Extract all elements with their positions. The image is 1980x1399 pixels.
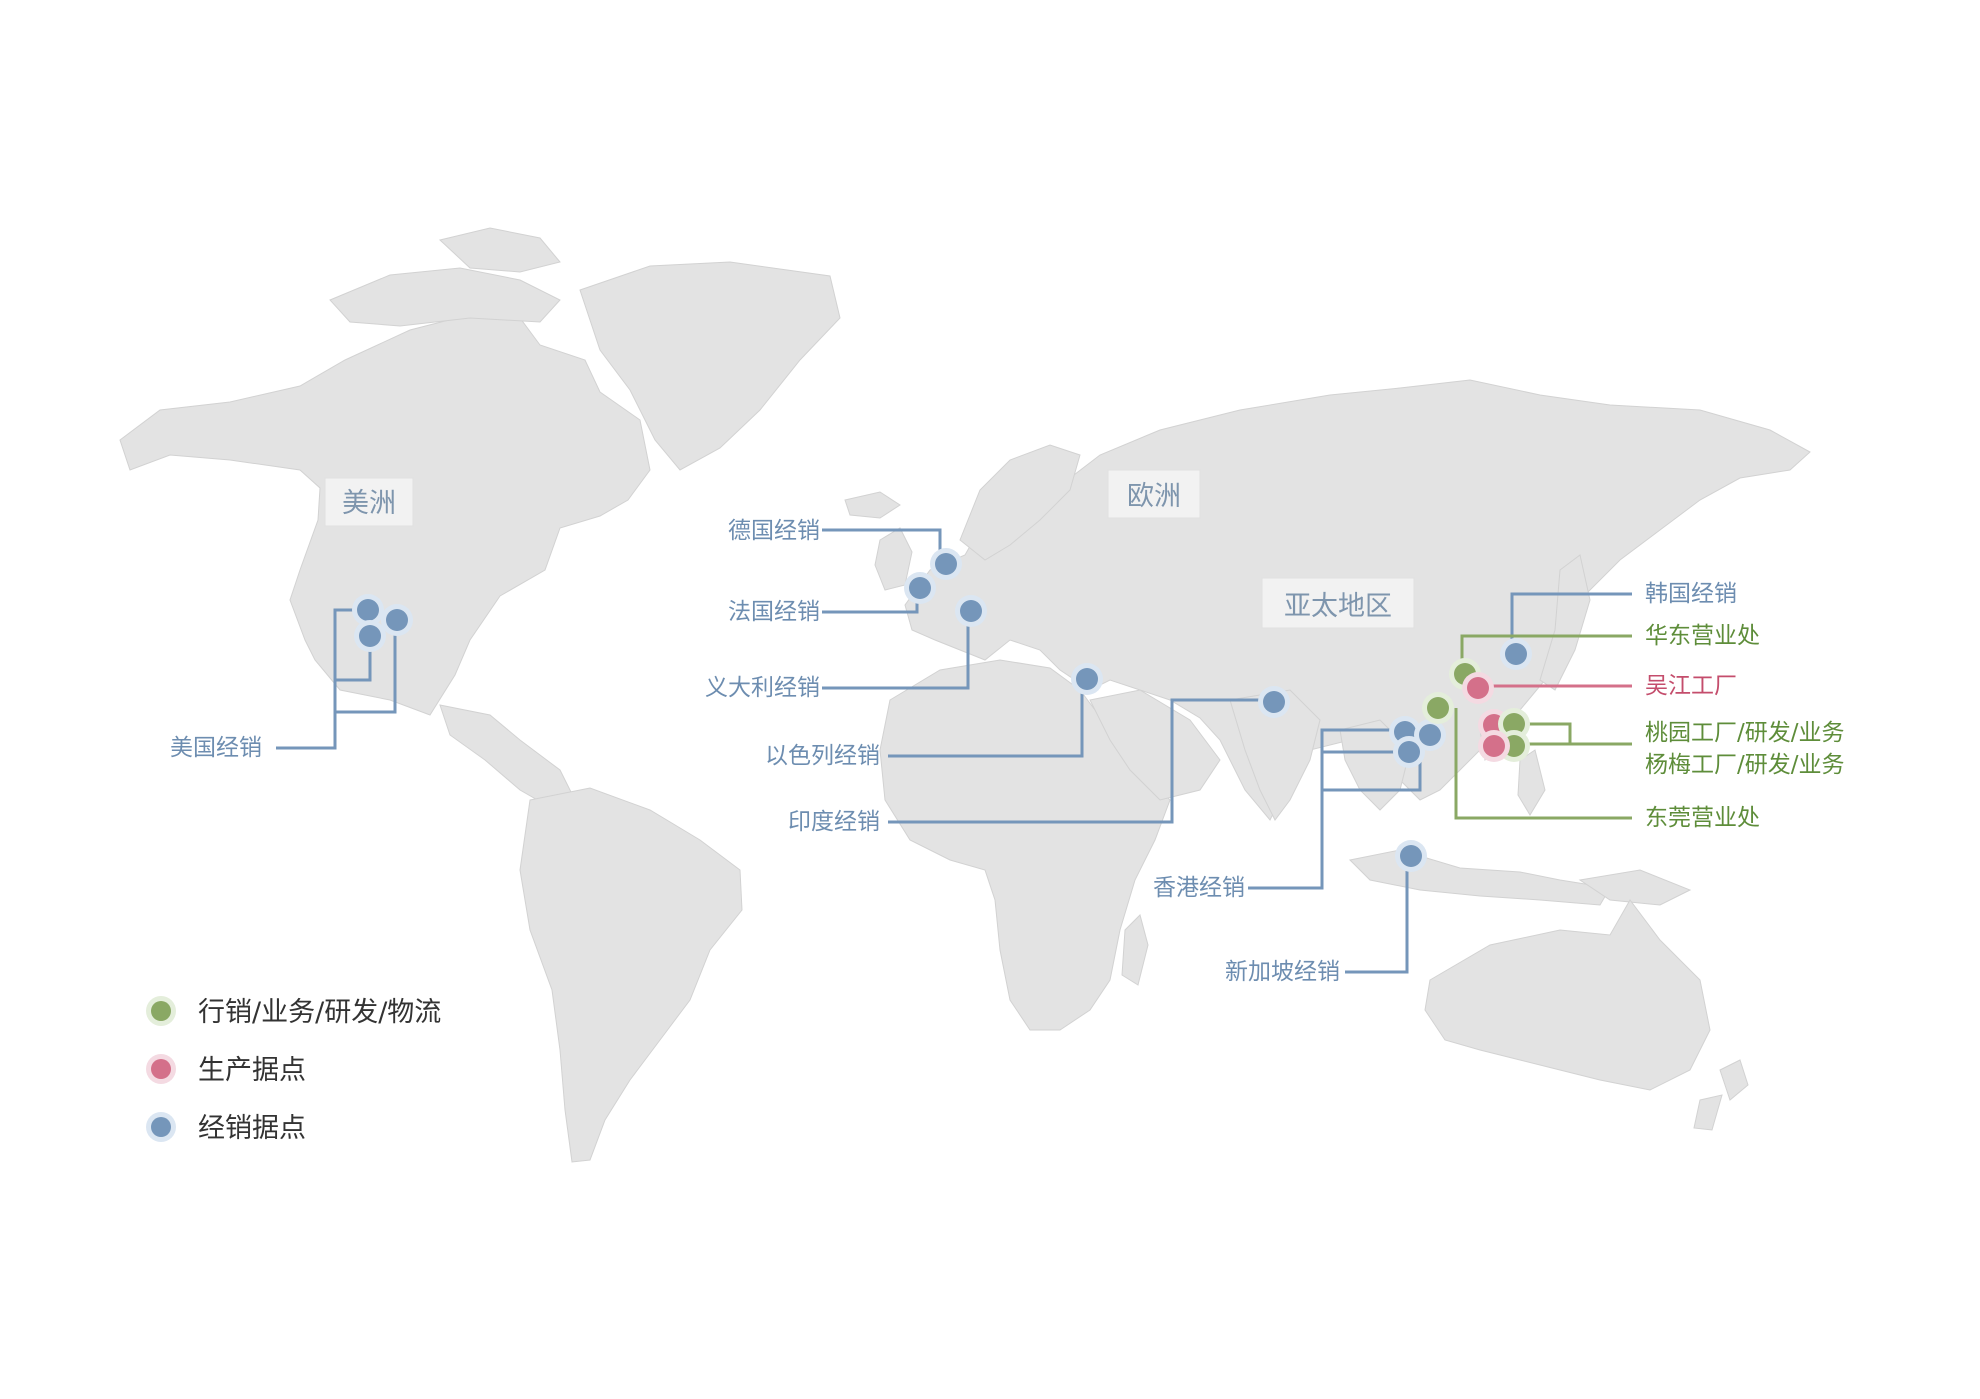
marker-india[interactable] — [1258, 686, 1290, 718]
marker-usa-3[interactable] — [354, 620, 386, 652]
leader-line-india — [888, 698, 1270, 824]
leader-line-italy — [822, 610, 970, 690]
leader-lines — [276, 528, 1632, 974]
label-taoyuan: 桃园工厂/研发/业务 — [1645, 720, 1845, 746]
marker-dongguan[interactable] — [1422, 692, 1454, 724]
label-yangmei: 杨梅工厂/研发/业务 — [1645, 752, 1845, 778]
leader-line-dongguan — [1454, 708, 1632, 820]
label-wujiang: 吴江工厂 — [1645, 673, 1737, 699]
location-markers — [352, 548, 1532, 872]
japan-land — [1539, 554, 1591, 691]
legend-item-sales: 行销/业务/研发/物流 — [146, 996, 441, 1028]
legend-label-sales: 行销/业务/研发/物流 — [198, 997, 441, 1028]
leader-line-taoyuan — [1514, 722, 1632, 746]
marker-korea[interactable] — [1500, 638, 1532, 670]
new-zealand-south-land — [1693, 1094, 1723, 1131]
philippines-land — [1517, 749, 1546, 816]
region-label-americas-text: 美洲 — [342, 488, 396, 519]
marker-wujiang[interactable] — [1462, 672, 1494, 704]
label-germany: 德国经销 — [728, 518, 820, 544]
leader-line-singapore — [1345, 856, 1409, 974]
india-land — [1229, 689, 1321, 821]
marker-usa-1[interactable] — [352, 594, 384, 626]
marker-israel[interactable] — [1071, 663, 1103, 695]
leader-line-korea — [1510, 592, 1632, 652]
region-label-europe: 欧洲 — [1107, 469, 1201, 519]
arctic-islands-land — [329, 267, 561, 327]
region-label-europe-text: 欧洲 — [1127, 481, 1181, 512]
central-america-land — [439, 704, 576, 811]
label-france: 法国经销 — [728, 599, 820, 625]
legend-item-distribution: 经销据点 — [146, 1112, 306, 1144]
arctic-islands-2-land — [438, 227, 561, 273]
scandinavia-land — [959, 444, 1081, 561]
label-israel: 以色列经销 — [765, 743, 880, 769]
marker-singapore[interactable] — [1395, 840, 1427, 872]
region-label-apac-text: 亚太地区 — [1284, 591, 1392, 622]
region-label-americas: 美洲 — [324, 477, 414, 527]
legend-label-production: 生产据点 — [198, 1055, 306, 1086]
leader-line-israel — [888, 678, 1084, 758]
leader-line-france — [822, 586, 919, 614]
region-label-apac: 亚太地区 — [1261, 577, 1415, 629]
label-singapore: 新加坡经销 — [1225, 959, 1340, 985]
legend-label-distribution: 经销据点 — [198, 1113, 306, 1144]
australia-land — [1424, 899, 1711, 1091]
new-zealand-land — [1719, 1059, 1749, 1101]
label-korea: 韩国经销 — [1645, 581, 1737, 607]
greenland-land — [579, 261, 841, 471]
label-usa: 美国经销 — [170, 735, 262, 761]
label-dongguan: 东莞营业处 — [1645, 805, 1760, 831]
new-guinea-land — [1578, 869, 1692, 906]
marker-yangmei-factory[interactable] — [1478, 730, 1510, 762]
madagascar-land — [1121, 914, 1149, 986]
label-india: 印度经销 — [788, 809, 880, 835]
marker-italy[interactable] — [955, 595, 987, 627]
label-hongkong: 香港经销 — [1153, 875, 1245, 901]
arabia-land — [1089, 689, 1221, 801]
location-labels: 美国经销 德国经销 法国经销 义大利经销 以色列经销 印度经销 香港经销 新加坡… — [170, 518, 1845, 985]
iceland-land — [844, 491, 901, 519]
indonesia-land — [1348, 849, 1611, 906]
southeast-asia-land — [1339, 719, 1411, 811]
leader-line-hongkong — [1248, 728, 1422, 890]
label-italy: 义大利经销 — [705, 675, 820, 701]
marker-france[interactable] — [904, 572, 936, 604]
marker-germany[interactable] — [930, 548, 962, 580]
south-america-land — [519, 787, 743, 1163]
legend: 行销/业务/研发/物流 生产据点 经销据点 — [146, 996, 441, 1144]
legend-item-production: 生产据点 — [146, 1054, 306, 1086]
marker-hongkong-3[interactable] — [1414, 719, 1446, 751]
marker-taoyuan-rd[interactable] — [1498, 708, 1530, 740]
label-east-china: 华东营业处 — [1645, 623, 1760, 649]
marker-usa-2[interactable] — [381, 604, 413, 636]
